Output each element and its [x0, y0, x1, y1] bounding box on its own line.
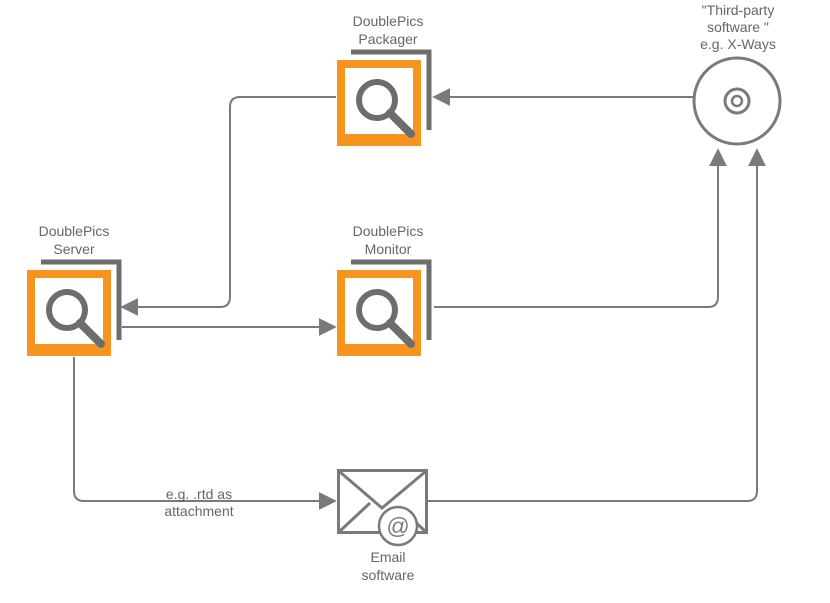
email-node: @ Email software	[337, 469, 428, 583]
edge-packager-to-server	[120, 96, 336, 316]
edge-label-line2: attachment	[164, 503, 233, 519]
server-label-line2: Server	[53, 241, 95, 257]
monitor-node: DoublePics Monitor	[337, 223, 432, 356]
disc-icon	[692, 56, 782, 146]
magnifier-app-icon	[337, 49, 432, 146]
edge-server-to-email	[73, 357, 337, 510]
third-party-label-line1: "Third-party	[702, 2, 775, 18]
server-to-email-edge-label: e.g. .rtd as attachment	[164, 486, 233, 519]
packager-node: DoublePics Packager	[337, 13, 432, 146]
edge-email-to-third-party	[428, 148, 766, 502]
packager-label-line1: DoublePics	[353, 13, 424, 29]
packager-label-line2: Packager	[358, 31, 417, 47]
envelope-at-icon: @	[337, 469, 428, 547]
monitor-label-line2: Monitor	[365, 241, 412, 257]
edge-label-line1: e.g. .rtd as	[166, 486, 232, 502]
svg-text:@: @	[386, 513, 409, 539]
third-party-label-line2: software "	[707, 19, 769, 35]
magnifier-app-icon	[337, 259, 432, 356]
server-node: DoublePics Server	[27, 223, 122, 356]
third-party-label-line3: e.g. X-Ways	[700, 36, 776, 52]
edge-monitor-to-third-party	[434, 148, 727, 308]
third-party-node: "Third-party software " e.g. X-Ways	[692, 2, 782, 146]
server-label-line1: DoublePics	[39, 223, 110, 239]
magnifier-app-icon	[27, 259, 122, 356]
email-label-line1: Email	[370, 549, 405, 565]
email-label-line2: software	[362, 567, 415, 583]
monitor-label-line1: DoublePics	[353, 223, 424, 239]
